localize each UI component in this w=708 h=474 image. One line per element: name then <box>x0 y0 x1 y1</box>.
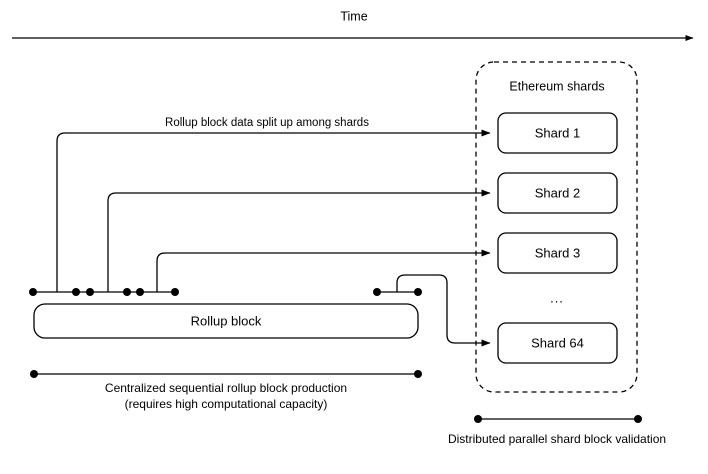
connector-shard-2-active <box>107 189 491 292</box>
rollup-measure-dot-right <box>414 370 422 378</box>
spine-dot-7 <box>373 288 381 296</box>
shard-box-64-rect[interactable] <box>497 322 618 364</box>
connector-shard-64-active <box>396 274 491 347</box>
shard-box-1-rect[interactable] <box>497 112 618 154</box>
rollup-block-rect[interactable] <box>33 303 419 339</box>
shard-ellipsis: ... <box>550 290 564 305</box>
rollup-measure-dot-left <box>30 370 38 378</box>
shard-box-2[interactable]: Shard 2 <box>497 172 618 214</box>
shard-box-3-label: Shard 3 <box>535 245 581 260</box>
ethereum-shards-group: Ethereum shards Shard 1 Shard 2 Shard 3 … <box>475 61 638 393</box>
spine-dot-5 <box>136 288 144 296</box>
connectors-group: Rollup block data split up among shards <box>56 117 491 347</box>
time-axis-group: Time <box>12 9 694 41</box>
flow-label-split: Rollup block data split up among shards <box>165 117 369 129</box>
shard-box-64[interactable]: Shard 64 <box>497 322 618 364</box>
ethereum-shards-title: Ethereum shards <box>509 79 604 93</box>
shard-box-1[interactable]: Shard 1 <box>497 112 618 154</box>
spine-dot-6 <box>171 288 179 296</box>
time-axis-label: Time <box>340 9 367 23</box>
spine-dot-8 <box>414 288 422 296</box>
validation-measure-dot-right <box>634 415 642 423</box>
connector-shard-1-active <box>56 129 491 292</box>
shard-box-3[interactable]: Shard 3 <box>497 232 618 274</box>
shard-box-2-label: Shard 2 <box>535 185 581 200</box>
validation-measure-dot-left <box>474 415 482 423</box>
rollup-caption-line-2: (requires high computational capacity) <box>125 397 328 411</box>
validation-caption: Distributed parallel shard block validat… <box>448 432 666 446</box>
rollup-spine-group <box>29 288 422 296</box>
rollup-caption-line-1: Centralized sequential rollup block prod… <box>105 381 347 395</box>
shard-box-2-rect[interactable] <box>497 172 618 214</box>
validation-caption-group: Distributed parallel shard block validat… <box>448 415 666 446</box>
rollup-caption-group: Centralized sequential rollup block prod… <box>30 370 422 411</box>
spine-dot-2 <box>72 288 80 296</box>
connector-shard-3-active <box>156 249 491 292</box>
ethereum-shards-container <box>475 61 638 393</box>
shard-box-64-label: Shard 64 <box>531 335 584 350</box>
spine-dot-4 <box>123 288 131 296</box>
shard-box-3-rect[interactable] <box>497 232 618 274</box>
shard-box-1-label: Shard 1 <box>535 125 581 140</box>
spine-dot-3 <box>86 288 94 296</box>
rollup-block-label: Rollup block <box>191 313 262 328</box>
spine-dot-1 <box>29 288 37 296</box>
rollup-block[interactable]: Rollup block <box>33 303 419 339</box>
